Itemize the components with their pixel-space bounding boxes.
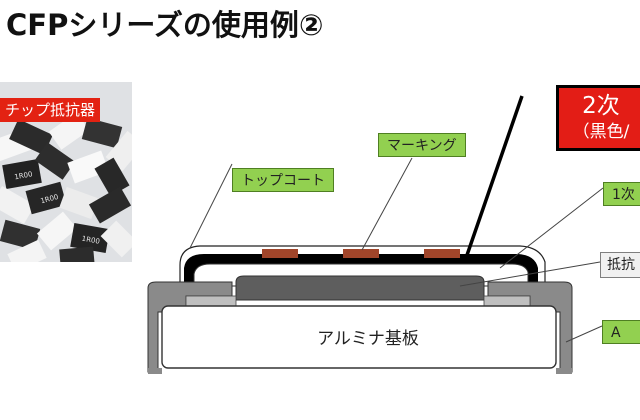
leader-marking bbox=[361, 157, 413, 251]
left-electrode-foot bbox=[148, 368, 162, 374]
secondary-coat-label-line2: （黒色/ bbox=[572, 122, 630, 142]
marking-block bbox=[262, 249, 298, 258]
top-coat-label: トップコート bbox=[232, 168, 334, 192]
chip-resistor-photo: 1R00 1R00 1R00 bbox=[0, 82, 132, 262]
resistor-element bbox=[235, 275, 485, 301]
alumina-substrate bbox=[161, 305, 557, 369]
chip-marking-text: 1R00 bbox=[81, 235, 100, 246]
leader-primary bbox=[499, 187, 604, 269]
left-inner-electrode bbox=[185, 295, 237, 307]
marking-block bbox=[424, 249, 460, 258]
marking-block bbox=[343, 249, 379, 258]
leader-resistor bbox=[459, 261, 601, 287]
chip-marking-text: 1R00 bbox=[14, 170, 33, 181]
leader-top-coat bbox=[189, 163, 233, 249]
right-electrode-foot bbox=[556, 368, 572, 374]
leader-secondary bbox=[464, 95, 524, 259]
substrate-label: アルミナ基板 bbox=[317, 329, 419, 349]
right-inner-electrode bbox=[483, 295, 531, 307]
secondary-coat-label: 2次 （黒色/ bbox=[556, 85, 640, 151]
resistor-label: 抵抗 bbox=[600, 252, 640, 278]
chip-resistor-tag: チップ抵抗器 bbox=[0, 98, 101, 122]
secondary-coat bbox=[184, 254, 538, 282]
marking-label: マーキング bbox=[378, 133, 466, 157]
primary-coat-label: 1次 bbox=[603, 182, 640, 206]
leader-alumina bbox=[565, 325, 603, 343]
page-title: CFPシリーズの使用例② bbox=[6, 8, 324, 42]
secondary-coat-label-line1: 2次 bbox=[582, 93, 620, 119]
alumina-label: A bbox=[602, 320, 640, 344]
